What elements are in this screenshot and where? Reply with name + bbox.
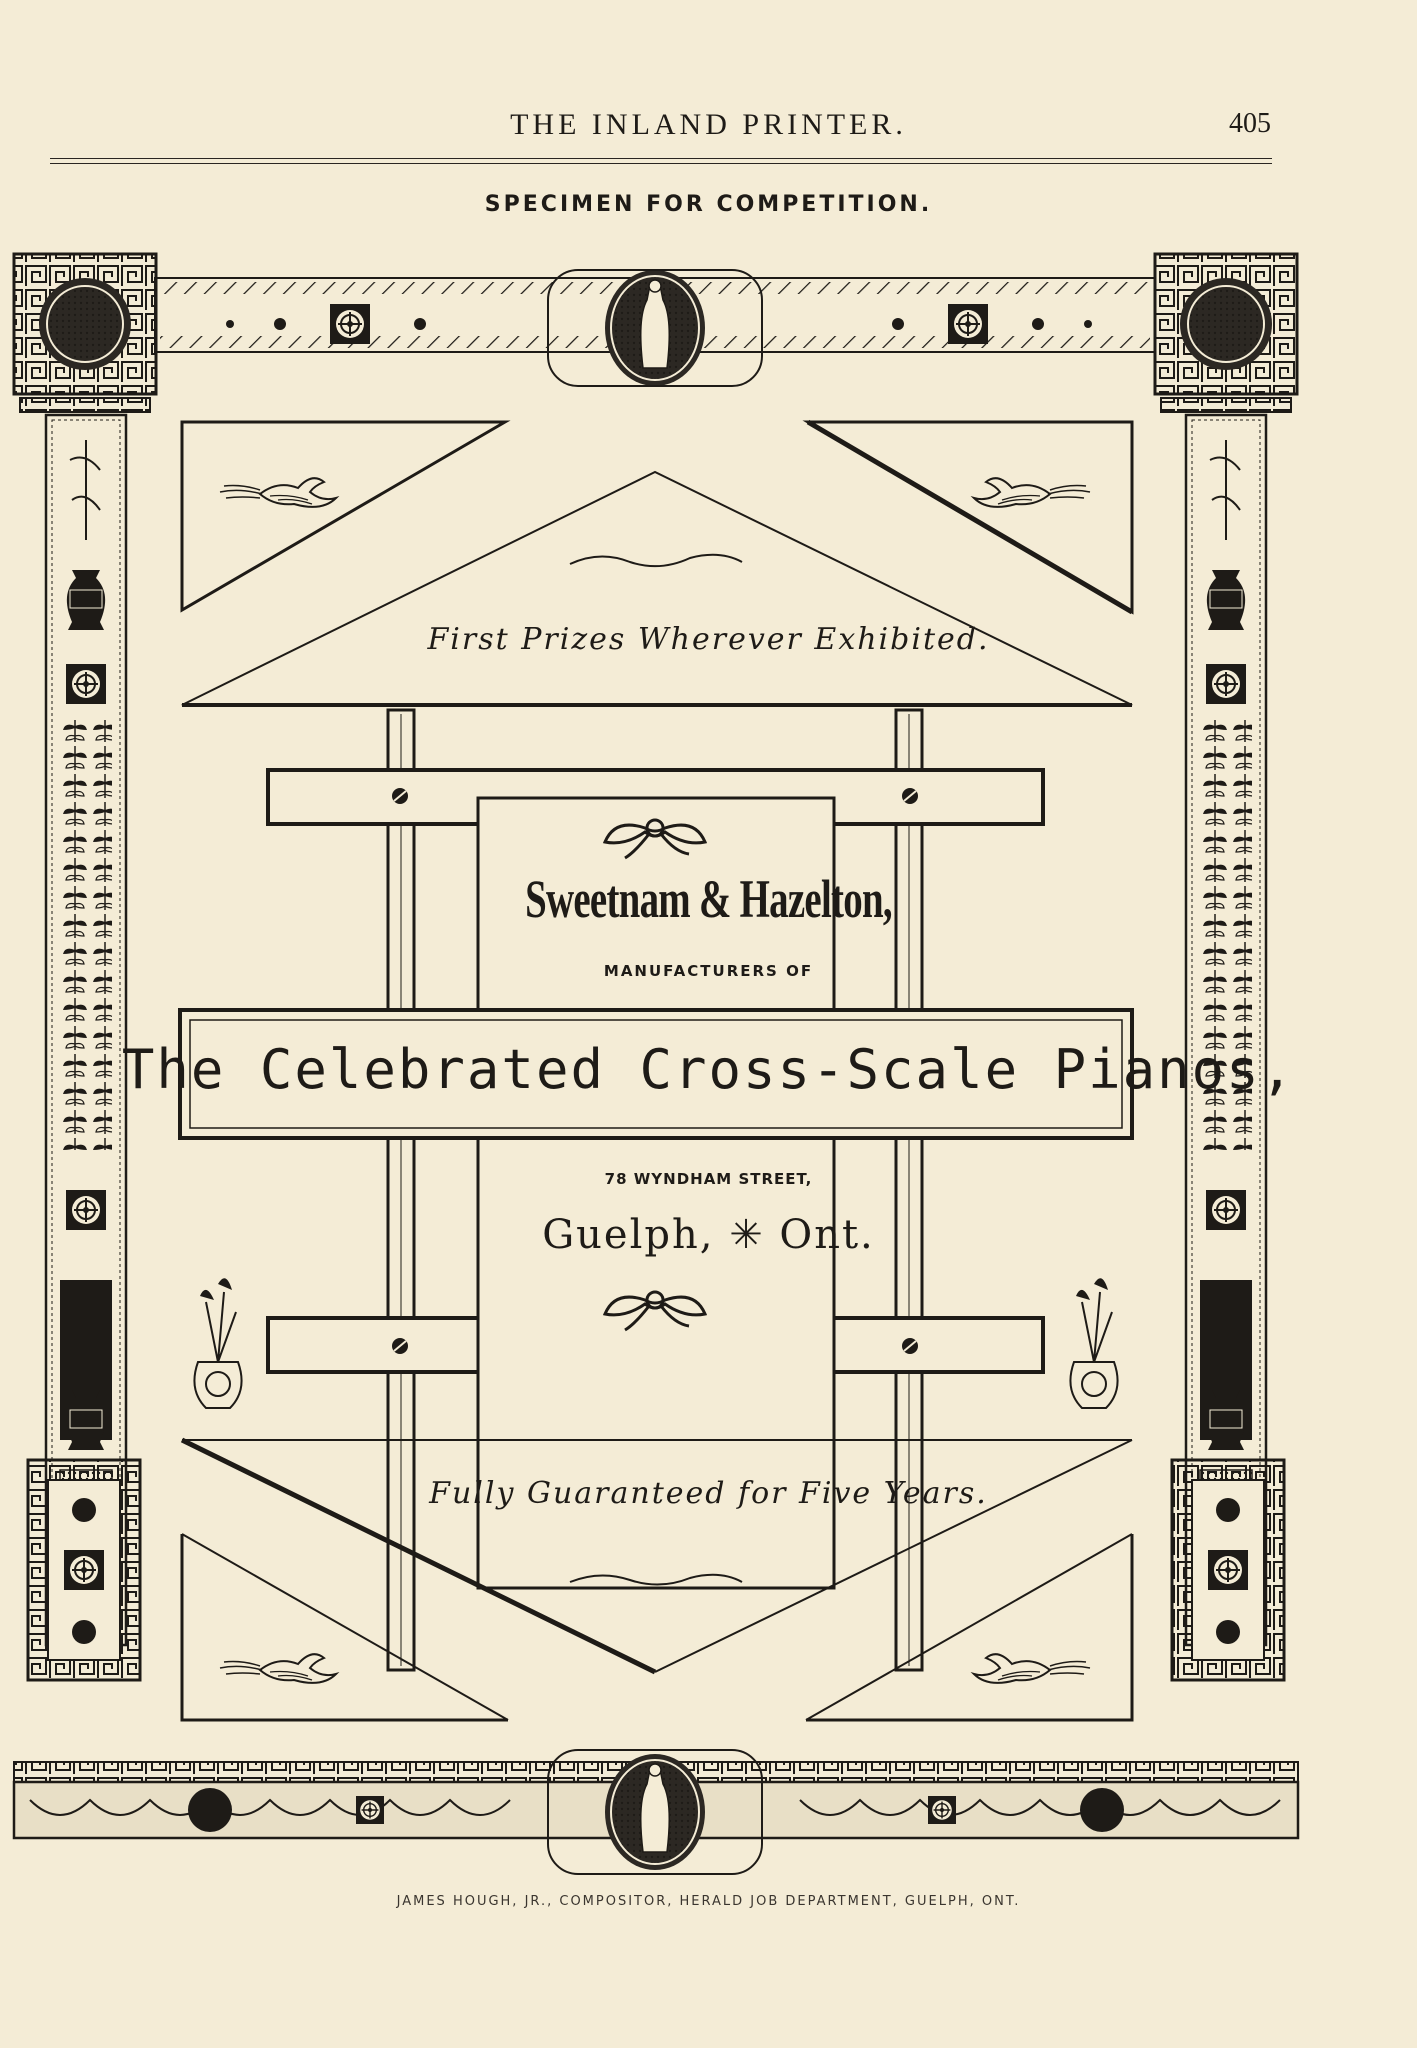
firm-name: Sweetnam & Hazelton, — [525, 869, 892, 929]
header-rule-bottom — [50, 163, 1272, 164]
ornamental-border — [0, 240, 1417, 1900]
top-right-corner-block — [1153, 252, 1299, 413]
bottom-right-corner-block — [1170, 1458, 1286, 1682]
screw-icon — [391, 1337, 409, 1355]
bottom-tagline: Fully Guaranteed for Five Years. — [429, 1476, 988, 1511]
left-column — [44, 413, 128, 1647]
inverted-pediment — [180, 1437, 1134, 1722]
manufacturers-line: MANUFACTURERS OF — [603, 962, 814, 980]
pediment — [180, 419, 1134, 707]
page-number: 405 — [1229, 108, 1271, 139]
city-line: Guelph, ✳ Ont. — [542, 1212, 875, 1258]
pianos-banner — [178, 1008, 1134, 1140]
specimen-label: SPECIMEN FOR COMPETITION. — [484, 192, 933, 217]
top-left-corner-block — [12, 252, 158, 413]
central-card — [476, 796, 836, 1590]
frame-posts — [386, 708, 924, 1672]
dove-icon — [219, 1653, 337, 1684]
medallion-figure-icon — [604, 1753, 706, 1871]
header-rule-top — [50, 158, 1272, 159]
screw-icon — [901, 1337, 919, 1355]
compositor-credit: JAMES HOUGH, JR., COMPOSITOR, HERALD JOB… — [396, 1894, 1021, 1909]
street-address: 78 WYNDHAM STREET, — [604, 1170, 813, 1188]
bottom-left-corner-block — [26, 1458, 142, 1682]
firm-name-wrap: Sweetnam & Hazelton, — [0, 868, 1417, 930]
product-line: The Celebrated Cross-Scale Pianos, — [121, 1038, 1296, 1101]
dove-icon — [973, 477, 1091, 508]
vase-icon — [193, 1278, 243, 1409]
dove-icon — [219, 477, 337, 508]
dove-icon — [973, 1653, 1091, 1684]
running-title: THE INLAND PRINTER. — [510, 108, 907, 141]
screw-icon — [901, 787, 919, 805]
screw-icon — [391, 787, 409, 805]
top-tagline: First Prizes Wherever Exhibited. — [427, 622, 990, 657]
vase-icon — [1069, 1278, 1119, 1409]
medallion-figure-icon — [604, 269, 706, 387]
